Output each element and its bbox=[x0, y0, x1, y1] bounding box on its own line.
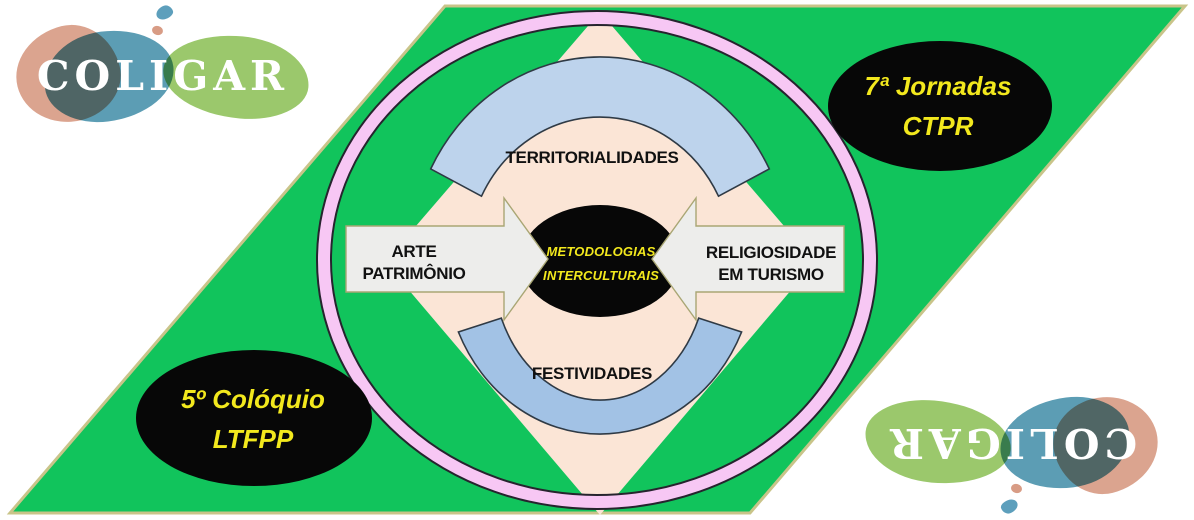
badge-top-right-line1: 7ª Jornadas bbox=[864, 71, 1012, 101]
badge-top-right-text: 7ª Jornadas CTPR bbox=[865, 66, 1012, 146]
ring-pink bbox=[318, 12, 876, 508]
logo-dot-blue bbox=[999, 497, 1020, 516]
logo-dot-blue bbox=[154, 3, 175, 22]
logo-wordmark: COLIGAR bbox=[884, 419, 1138, 467]
coligar-logo-top-left: COLIGAR bbox=[5, 0, 318, 135]
label-arte-line1: ARTE bbox=[391, 242, 437, 261]
right-arrow-shape bbox=[651, 195, 845, 323]
badge-bottom-left-ellipse bbox=[136, 350, 372, 486]
arc-bottom bbox=[457, 317, 743, 435]
logo-wordmark: COLIGAR bbox=[36, 52, 290, 100]
label-religiosidade-line2: EM TURISMO bbox=[718, 265, 824, 284]
label-territorialidades: TERRITORIALIDADES bbox=[505, 148, 679, 167]
badge-top-right-ellipse bbox=[828, 41, 1052, 171]
label-religiosidade: RELIGIOSIDADE EM TURISMO bbox=[705, 242, 837, 286]
label-metodologias-line1: METODOLOGIAS bbox=[546, 244, 656, 259]
arc-top bbox=[429, 56, 771, 198]
label-metodologias: METODOLOGIAS INTERCULTURAIS bbox=[543, 240, 659, 288]
badge-bottom-left-text: 5º Colóquio LTFPP bbox=[181, 379, 325, 459]
center-ellipse bbox=[520, 205, 680, 317]
label-arte-line2: PATRIMÔNIO bbox=[362, 264, 466, 283]
logo-dot-salmon bbox=[151, 24, 164, 37]
label-arte-patrimonio: ARTE PATRIMÔNIO bbox=[362, 241, 465, 285]
logo-dot-salmon bbox=[1010, 482, 1023, 495]
coligar-logo-bottom-right: COLIGAR bbox=[856, 384, 1169, 519]
left-arrow-shape bbox=[345, 195, 549, 323]
label-religiosidade-line1: RELIGIOSIDADE bbox=[705, 243, 837, 262]
label-metodologias-line2: INTERCULTURAIS bbox=[543, 268, 659, 283]
badge-bottom-left-line2: LTFPP bbox=[212, 424, 294, 454]
badge-bottom-left-line1: 5º Colóquio bbox=[181, 384, 325, 414]
label-festividades: FESTIVIDADES bbox=[531, 364, 653, 383]
badge-top-right-line2: CTPR bbox=[902, 111, 974, 141]
